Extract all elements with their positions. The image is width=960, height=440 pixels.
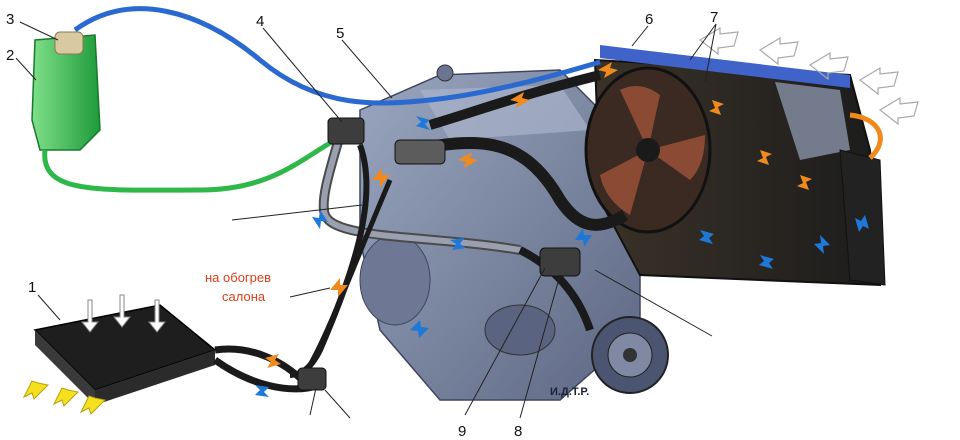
label-8: 8: [514, 423, 522, 440]
flow-arrows: [255, 62, 869, 397]
label-9: 9: [458, 423, 466, 440]
air-turn-arrow: [849, 112, 883, 160]
expansion-tank: [31, 31, 101, 151]
fittings: [297, 117, 581, 391]
label-2: 2: [6, 47, 14, 64]
cooling-fan: [584, 66, 712, 234]
caption-line-2: салона: [222, 289, 266, 304]
heater-core: [33, 304, 217, 405]
hoses: [42, 6, 629, 393]
label-4: 4: [256, 13, 264, 30]
label-7: 7: [710, 9, 718, 26]
label-3: 3: [6, 11, 14, 28]
caption-line-1: на обогрев: [205, 270, 271, 285]
air-flow-arrows: [698, 26, 919, 126]
label-1: 1: [28, 279, 36, 296]
heater-air-arrows: [22, 294, 167, 415]
label-6: 6: [645, 11, 653, 28]
engine-mark: И.Д.Т.Р.: [550, 386, 589, 398]
label-5: 5: [336, 25, 344, 42]
leader-lines: [15, 21, 717, 419]
